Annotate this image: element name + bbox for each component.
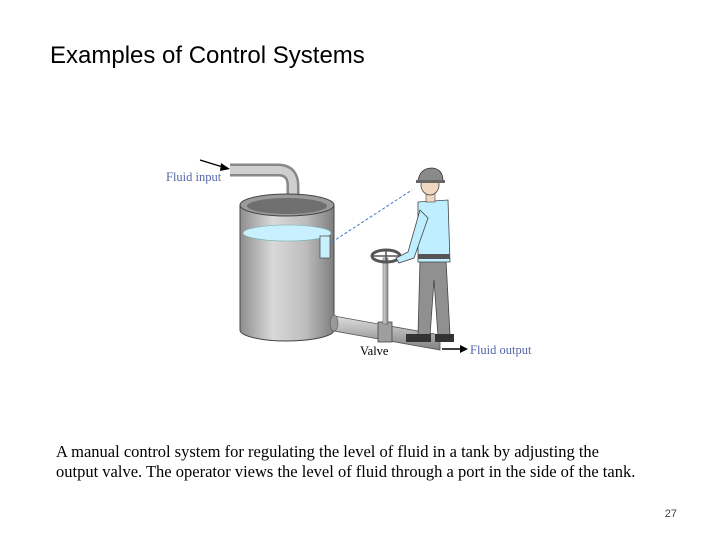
fluid-input-arrow <box>199 159 230 171</box>
tank-control-diagram: Fluid input Valve Fluid output <box>166 159 532 358</box>
hard-hat-icon <box>417 167 444 182</box>
caption-line-2: output valve. The operator views the lev… <box>56 462 636 481</box>
fluid-output-arrow <box>442 345 468 353</box>
valve-label: Valve <box>360 344 389 358</box>
slide-title: Examples of Control Systems <box>50 42 365 69</box>
fluid-output-label: Fluid output <box>470 343 532 357</box>
fluid-tank <box>239 193 335 342</box>
sight-port <box>319 235 331 259</box>
caption-line-1: A manual control system for regulating t… <box>56 442 600 461</box>
fluid-surface <box>242 224 332 242</box>
figure-caption: A manual control system for regulating t… <box>56 442 666 482</box>
fluid-input-label: Fluid input <box>166 170 222 184</box>
sight-line <box>331 189 413 243</box>
operator <box>395 167 454 342</box>
page-number: 27 <box>664 508 677 520</box>
